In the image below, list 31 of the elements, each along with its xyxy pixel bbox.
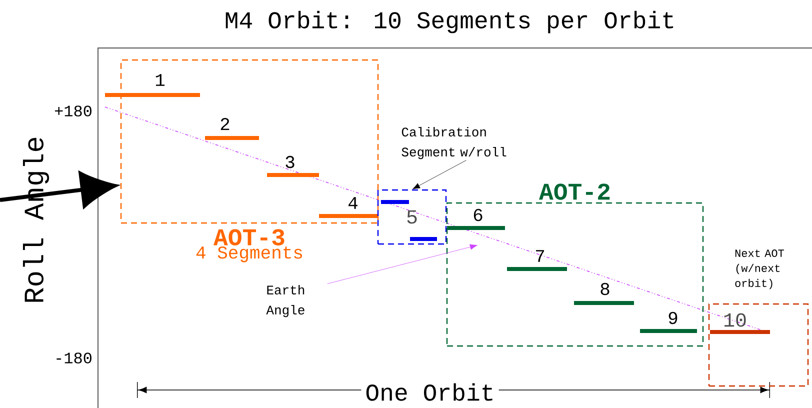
note-text: Next AOT (w/next orbit) — [735, 250, 784, 290]
node-label: 6 — [474, 208, 482, 222]
node-label: 2 — [220, 118, 230, 130]
group-box: 10 — [708, 303, 809, 387]
axis-title: Roll Angle — [22, 138, 50, 302]
numbered-segment: 6 — [447, 208, 505, 230]
node-label: AOT-2 — [538, 184, 610, 200]
arrow — [327, 244, 478, 284]
numbered-segment: 7 — [507, 250, 567, 271]
numbered-segment: 4 — [319, 197, 378, 218]
arrow — [412, 160, 466, 190]
callout-text: Earth Angle — [266, 284, 304, 318]
numbered-segment: 2 — [205, 118, 259, 140]
title-text: M4 Orbit: 10 Segments per Orbit — [226, 10, 674, 34]
node-label: 4 Segments — [196, 246, 302, 262]
node-label: 3 — [286, 156, 294, 168]
node-label: 1 — [156, 74, 165, 86]
numbered-segment: 8 — [574, 282, 634, 305]
numbered-segment: 9 — [640, 312, 697, 333]
node-label: 4 — [348, 197, 358, 209]
node-label: 7 — [536, 250, 544, 262]
numbered-segment: 1 — [105, 74, 200, 97]
callout-text: Calibration Segment w/roll — [402, 126, 506, 160]
numbered-segment: 3 — [267, 156, 319, 177]
node-label: 9 — [668, 312, 678, 324]
tick-label: -180 — [56, 352, 92, 364]
node-label: AOT-3 — [213, 229, 284, 246]
tick-label: +180 — [54, 106, 92, 116]
dimension-label: One Orbit — [361, 380, 499, 404]
node-label: 8 — [600, 282, 610, 296]
group-box: 5 — [377, 189, 447, 245]
